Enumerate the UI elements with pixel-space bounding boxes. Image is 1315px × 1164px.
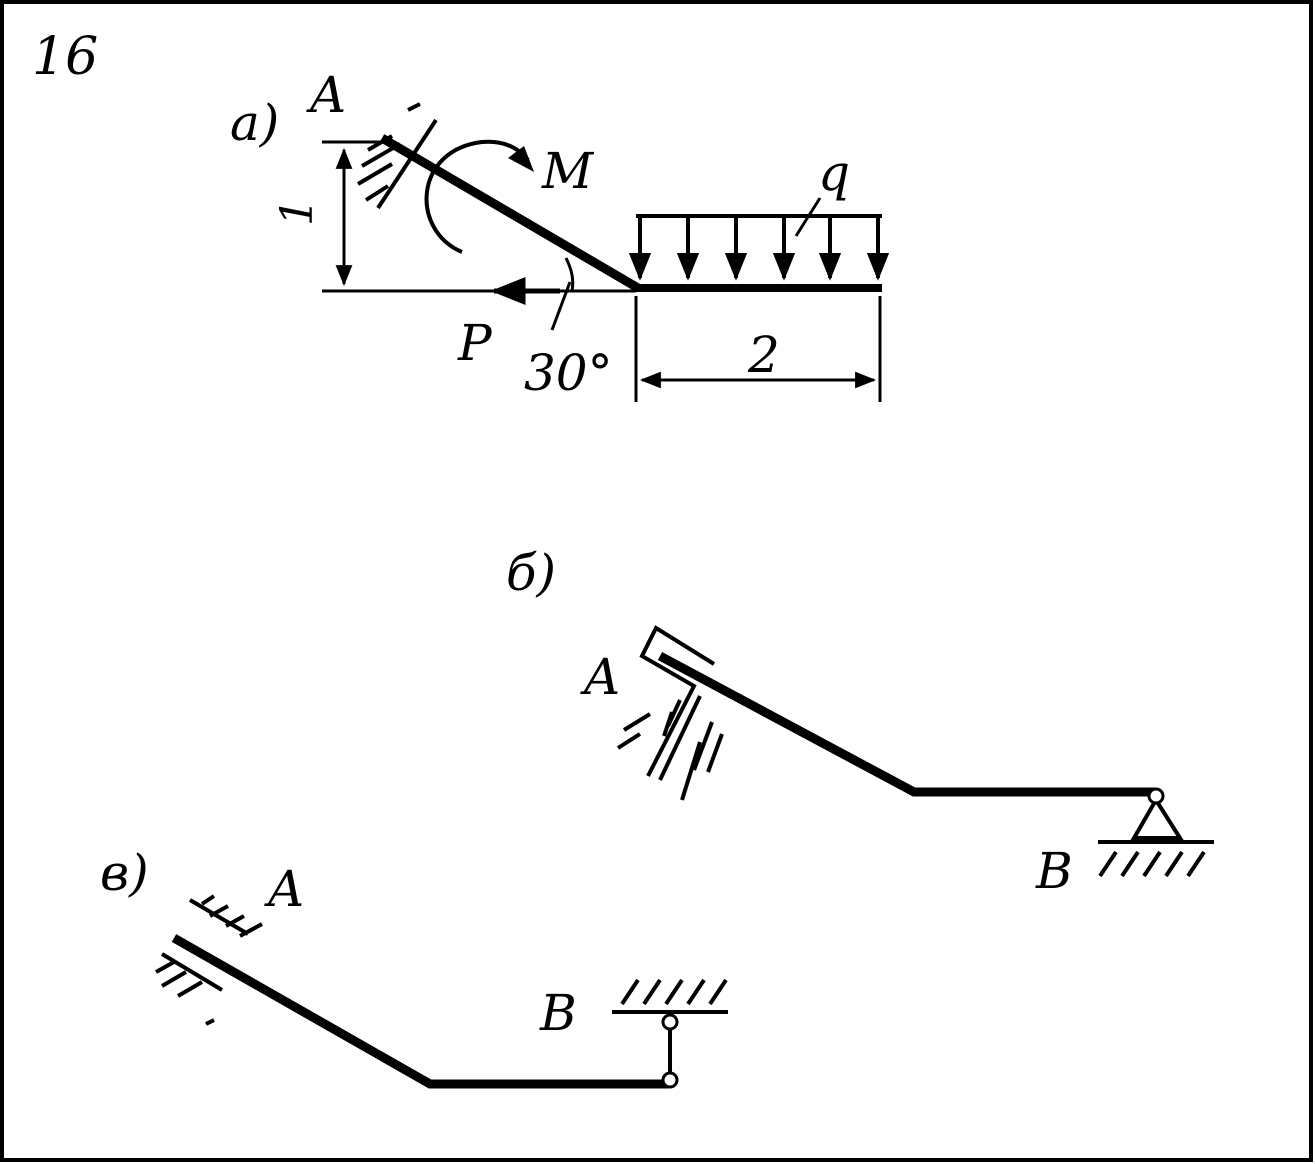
load-q-label: q <box>818 144 850 202</box>
rod-support-b <box>612 978 728 1074</box>
beam-b <box>657 652 1156 797</box>
sleeve-support-a <box>616 625 724 801</box>
panel-b: б) A B <box>506 544 1214 900</box>
point-b-label-b: B <box>1035 842 1073 900</box>
height-dimension <box>322 140 382 287</box>
load-q-leader <box>794 197 822 237</box>
panel-c-label: в) <box>100 844 149 902</box>
point-a-label-c: A <box>264 860 304 918</box>
angle-arc <box>564 257 575 292</box>
point-a-label-b: A <box>580 648 620 706</box>
rod-joint-bottom <box>661 1071 679 1089</box>
moment-label: M <box>541 142 595 200</box>
rod-joint-top <box>661 1013 679 1031</box>
height-dimension-label: 1 <box>272 198 323 226</box>
point-b-label-c: B <box>539 984 577 1042</box>
panel-a-label: а) <box>230 94 279 152</box>
angle-label: 30° <box>524 344 613 402</box>
moment-arrowhead <box>508 146 534 172</box>
pin-support-b <box>1098 796 1214 878</box>
distributed-load <box>628 214 890 281</box>
length-dimension-label: 2 <box>747 326 780 384</box>
length-dimension <box>634 296 882 402</box>
force-p-label: P <box>457 314 493 372</box>
moment-arc <box>424 139 530 254</box>
beam-c <box>171 934 668 1089</box>
panel-a: а) A P 1 M <box>230 66 890 402</box>
problem-number: 16 <box>32 27 98 87</box>
panel-c: в) A B <box>100 844 728 1089</box>
beam-inclined-a <box>379 134 641 292</box>
wall-support-a <box>356 102 438 210</box>
panel-b-label: б) <box>506 544 556 602</box>
pin-joint-b <box>1147 787 1165 805</box>
wall-support-c <box>155 894 263 1026</box>
angle-leader <box>550 281 572 331</box>
point-a-label: A <box>306 66 346 124</box>
